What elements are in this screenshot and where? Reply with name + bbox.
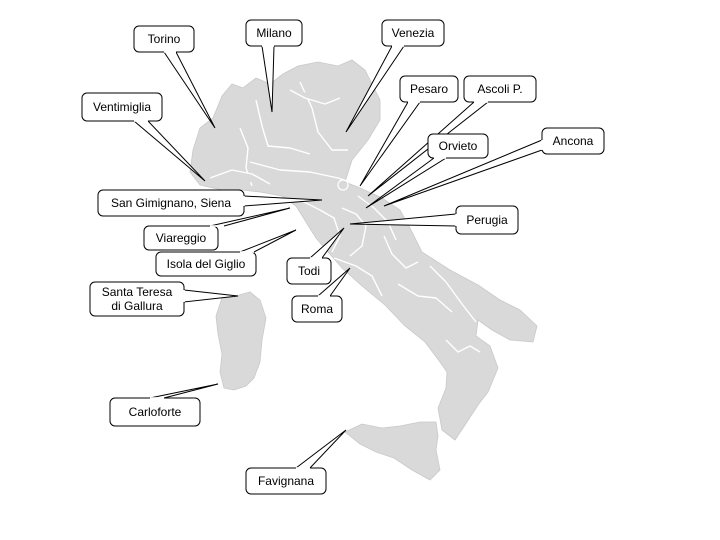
callout-venezia: Venezia — [345, 19, 445, 133]
callout-pesaro: Pesaro — [359, 75, 459, 187]
place-label-ascoli: Ascoli P. — [477, 82, 522, 96]
border-calabria — [445, 339, 481, 353]
callout-box — [143, 225, 219, 251]
place-label-torino: Torino — [148, 32, 181, 46]
place-label-pesaro: Pesaro — [410, 82, 448, 96]
callout-box — [381, 19, 445, 47]
callout-pointer — [239, 229, 297, 253]
callout-box — [399, 75, 459, 103]
callout-pointer — [294, 429, 347, 469]
border-campania — [397, 283, 453, 313]
border-umbria — [341, 207, 367, 257]
callout-torino: Torino — [133, 25, 216, 129]
place-label-santa-teresa-2: di Gallura — [111, 299, 163, 313]
border-trentino — [289, 89, 341, 105]
callout-milano: Milano — [245, 19, 303, 113]
place-label-viareggio: Viareggio — [156, 231, 207, 245]
callout-pointer — [149, 383, 219, 399]
mainland — [189, 59, 538, 441]
place-label-ancona: Ancona — [553, 134, 594, 148]
callout-pointer — [163, 51, 216, 129]
callout-isola-del-giglio: Isola del Giglio — [155, 229, 297, 277]
sardinia-island — [215, 291, 267, 391]
callout-san-gimignano: San Gimignano, Siena — [97, 189, 323, 217]
callout-ancona: Ancona — [383, 127, 605, 207]
callout-viareggio: Viareggio — [143, 207, 291, 251]
callout-orvieto: Orvieto — [365, 133, 489, 209]
place-label-todi: Todi — [298, 264, 320, 278]
border-puglia — [429, 265, 477, 323]
callout-favignana: Favignana — [245, 429, 347, 495]
place-label-perugia: Perugia — [466, 213, 508, 227]
border-lombardia — [255, 99, 311, 155]
location-marker — [337, 179, 349, 191]
place-label-isola-del-giglio: Isola del Giglio — [167, 257, 246, 271]
place-label-milano: Milano — [256, 26, 292, 40]
border-abruzzo — [383, 235, 419, 269]
callout-box — [155, 251, 257, 277]
place-label-san-gimignano: San Gimignano, Siena — [111, 196, 231, 210]
callout-box — [81, 92, 163, 122]
border-lazio — [333, 257, 383, 297]
border-liguria — [209, 169, 271, 185]
callout-todi: Todi — [286, 227, 345, 285]
callout-box — [427, 133, 489, 159]
place-label-venezia: Venezia — [392, 26, 435, 40]
callout-box — [286, 257, 332, 285]
callout-box — [291, 295, 343, 323]
callout-roma: Roma — [291, 267, 351, 323]
place-label-ventimiglia: Ventimiglia — [93, 100, 151, 114]
callout-box — [463, 75, 537, 103]
border-toscana — [299, 199, 341, 253]
place-label-orvieto: Orvieto — [439, 139, 478, 153]
callout-perugia: Perugia — [349, 205, 519, 235]
callout-carloforte: Carloforte — [109, 383, 219, 427]
place-label-favignana: Favignana — [258, 474, 314, 488]
callout-box — [245, 467, 327, 495]
callout-ventimiglia: Ventimiglia — [81, 92, 206, 182]
place-label-carloforte: Carloforte — [129, 405, 182, 419]
place-label-santa-teresa-1: Santa Teresa — [102, 285, 173, 299]
place-label-roma: Roma — [301, 302, 333, 316]
sicily-island — [344, 421, 441, 481]
